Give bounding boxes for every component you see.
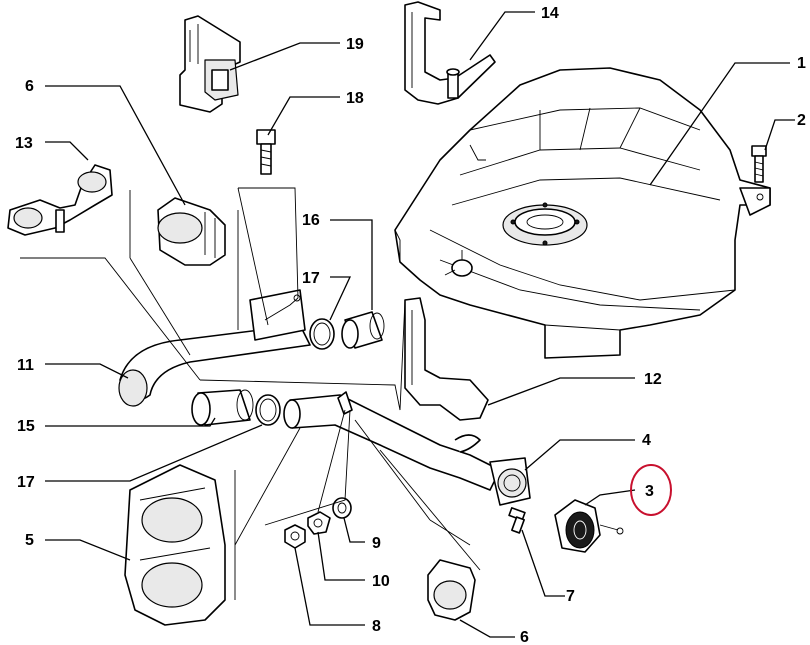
callout-15: 15: [17, 418, 35, 435]
fuel-tank-part-1: [394, 67, 771, 359]
hose-sleeve-part-15: [191, 389, 254, 426]
callout-6-lower: 6: [520, 629, 529, 645]
callout-1: 1: [797, 55, 806, 72]
highlight-circle: [630, 464, 672, 516]
callout-11: 11: [17, 357, 34, 374]
fuel-cap-part-3: [554, 499, 624, 553]
clamp-part-6-lower: [427, 559, 476, 621]
callout-17-lower: 17: [17, 474, 35, 491]
callout-8: 8: [372, 618, 381, 635]
hose-sleeve-part-16: [341, 311, 385, 349]
callout-6-upper: 6: [25, 78, 34, 95]
callout-7: 7: [566, 588, 575, 605]
callout-19: 19: [346, 36, 364, 53]
callout-16: 16: [302, 212, 320, 229]
callout-5: 5: [25, 532, 34, 549]
filler-pipe-part-4: [283, 391, 531, 506]
callout-14: 14: [541, 5, 559, 22]
washer-part-9: [332, 497, 352, 519]
callout-3: 3: [645, 483, 654, 500]
callout-12: 12: [644, 371, 662, 388]
callout-9: 9: [372, 535, 381, 552]
nut-part-8: [284, 524, 306, 549]
washer-part-10: [307, 511, 331, 535]
clamp-part-6-upper: [157, 197, 226, 266]
callout-4: 4: [642, 432, 651, 449]
filler-hose-part-11: [118, 289, 311, 407]
screw-part-7: [508, 507, 526, 534]
leader-lines: [20, 11, 795, 638]
bracket-part-12: [404, 297, 489, 421]
clamp-housing-part-5: [124, 464, 226, 626]
callout-labels: 1 2 3 4 5 6 6 7 8 9 10 11 12 13 14 15 16…: [15, 5, 806, 645]
bolt-part-2: [751, 145, 767, 183]
callout-13: 13: [15, 135, 33, 152]
callout-2: 2: [797, 112, 806, 129]
callout-18: 18: [346, 90, 364, 107]
clamp-bracket-part-13: [7, 164, 113, 236]
hose-clamp-part-17-upper: [309, 318, 335, 350]
bracket-part-19: [179, 15, 241, 113]
bolt-part-18: [256, 129, 276, 175]
callout-10: 10: [372, 573, 390, 590]
bracket-part-14: [404, 1, 496, 105]
hose-clamp-part-17-lower: [255, 394, 281, 426]
callout-17-upper: 17: [302, 270, 320, 287]
